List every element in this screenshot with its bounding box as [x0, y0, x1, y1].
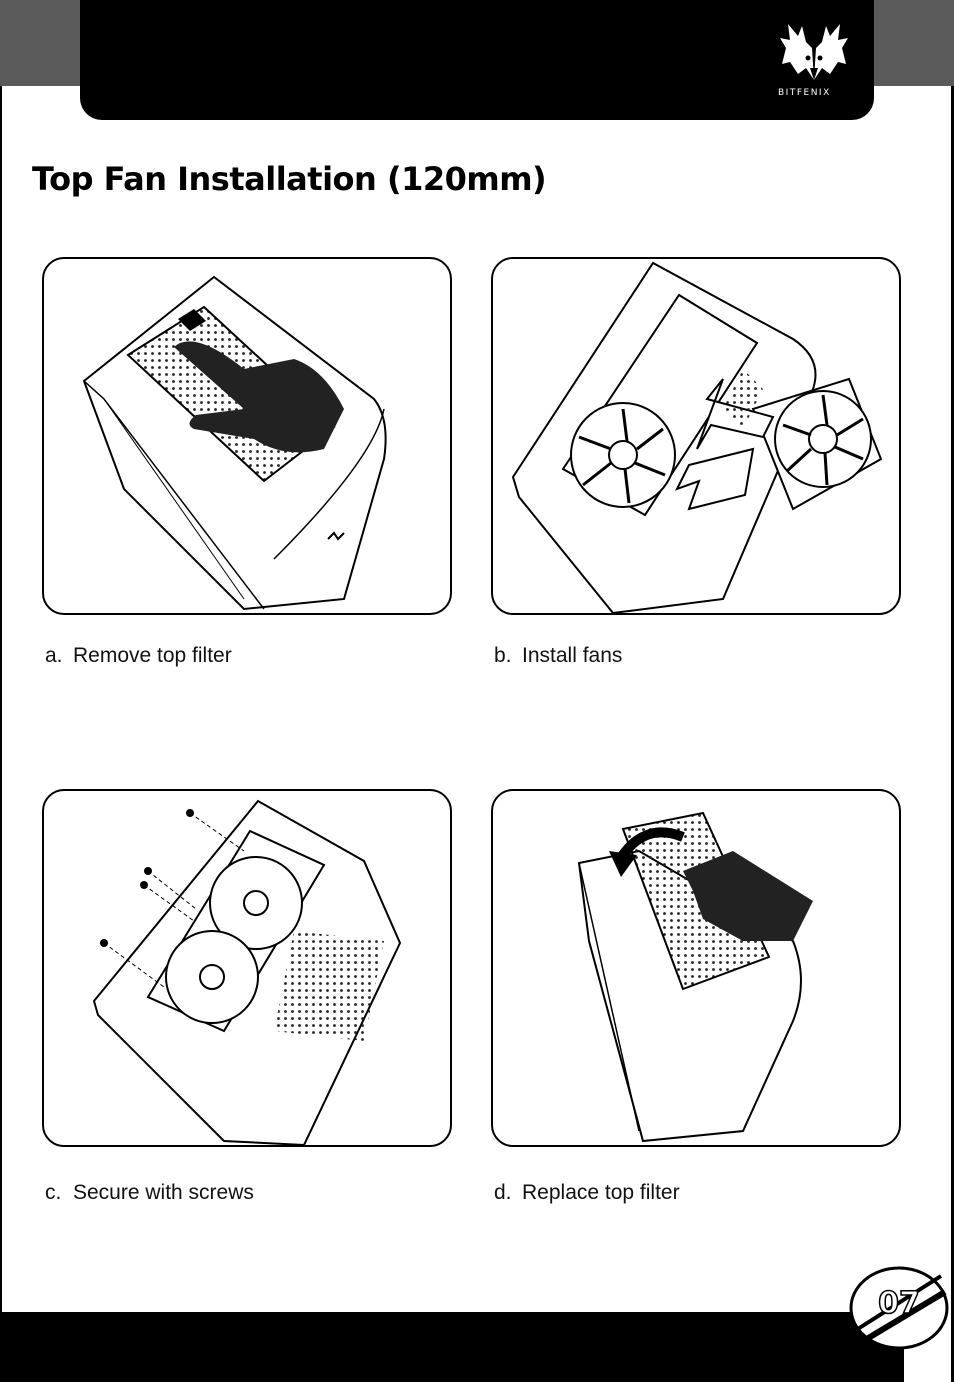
step-b-caption: b. Install fans	[494, 644, 622, 668]
step-letter: a.	[45, 644, 63, 667]
bitfenix-logo-icon	[780, 24, 848, 80]
footer-bar	[0, 1312, 904, 1382]
page-border-left	[0, 86, 2, 1316]
step-a-caption: a. Remove top filter	[45, 644, 232, 668]
step-label: Remove top filter	[73, 644, 232, 667]
step-letter: c.	[45, 1181, 62, 1204]
case-remove-filter-drawing	[82, 275, 387, 611]
step-a-illustration	[42, 257, 452, 615]
step-label: Install fans	[522, 644, 623, 667]
page-number: 07	[877, 1285, 920, 1322]
step-letter: b.	[494, 644, 512, 667]
case-replace-filter-drawing	[577, 811, 813, 1143]
case-install-fans-drawing	[511, 261, 883, 613]
page-border-right	[951, 86, 954, 1382]
step-c-caption: c. Secure with screws	[45, 1181, 254, 1205]
step-c-illustration	[42, 789, 452, 1147]
step-d-caption: d. Replace top filter	[494, 1181, 680, 1205]
case-secure-screws-drawing	[92, 799, 402, 1145]
page-title: Top Fan Installation (120mm)	[32, 160, 547, 198]
step-b-illustration	[491, 257, 901, 615]
step-letter: d.	[494, 1181, 512, 1204]
step-label: Secure with screws	[73, 1181, 254, 1204]
brand-wordmark: BITFENIX	[778, 88, 831, 98]
page-number-badge-icon	[849, 1266, 949, 1350]
header-bar	[80, 0, 874, 120]
step-d-illustration	[491, 789, 901, 1147]
step-label: Replace top filter	[522, 1181, 680, 1204]
